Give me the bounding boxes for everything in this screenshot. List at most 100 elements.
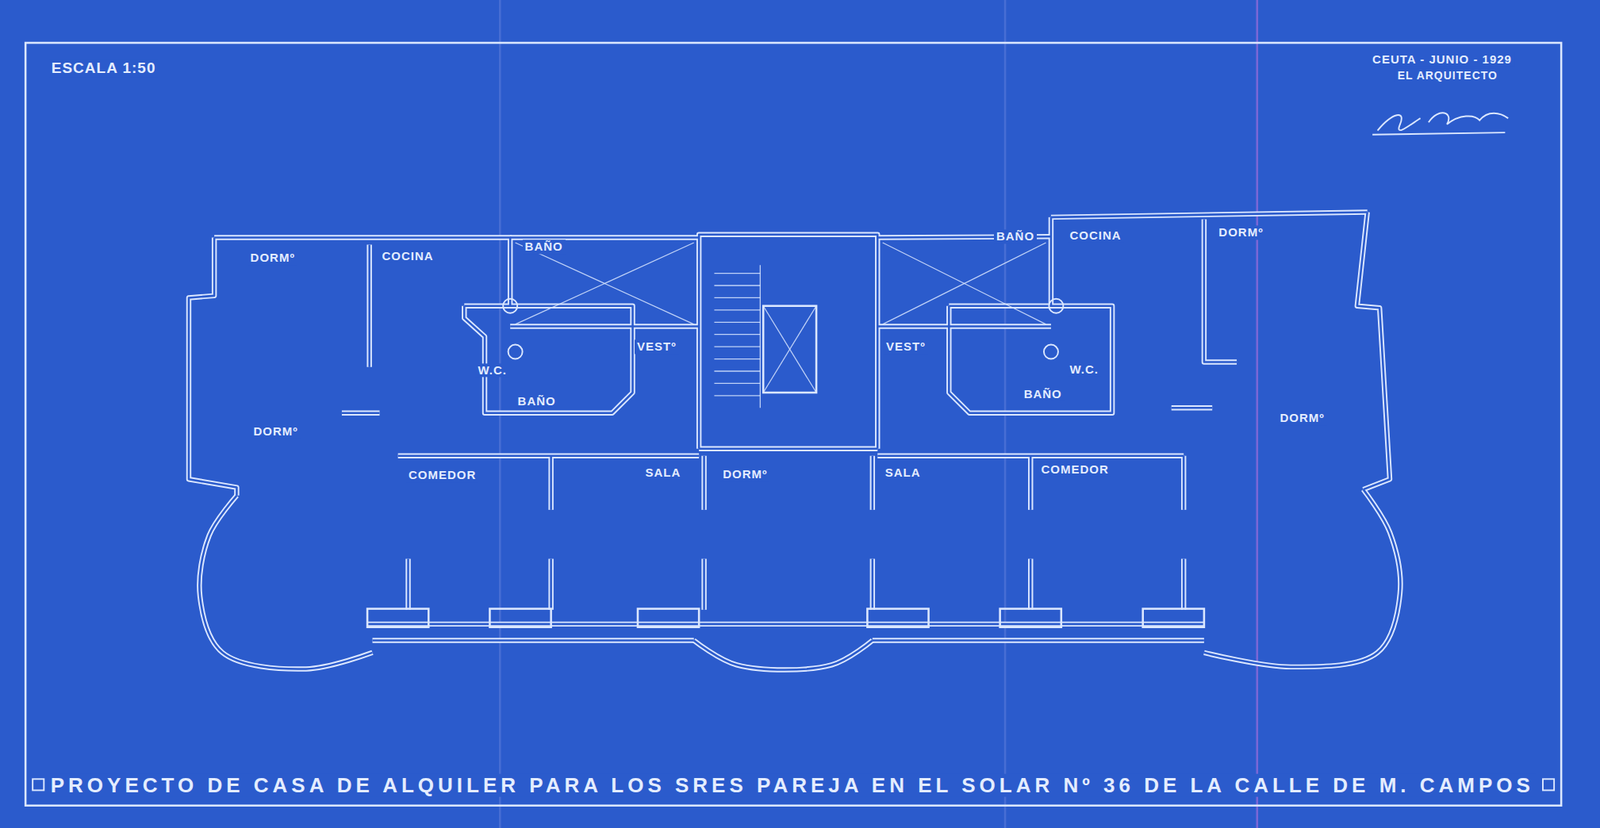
wall-core [698, 447, 878, 450]
room-label: COMEDOR [1039, 462, 1112, 476]
wall [698, 234, 878, 449]
caption-square [32, 778, 44, 791]
room-label: COCINA [379, 249, 437, 263]
room-label: VESTº [883, 340, 929, 354]
wall-core [702, 456, 706, 511]
signature [1372, 112, 1508, 135]
room-label: W.C. [1067, 362, 1102, 377]
wall-core [1029, 559, 1033, 611]
wall-core [372, 639, 695, 642]
wall [1028, 559, 1033, 611]
wall-core [1204, 489, 1401, 668]
thin-line [713, 333, 760, 335]
wall [877, 323, 1052, 329]
lift-shaft [763, 306, 817, 393]
fixture-symbol [1048, 299, 1063, 314]
thin-lines [515, 242, 1047, 408]
wall [870, 559, 875, 611]
wall-core [1051, 211, 1368, 217]
thin-line [713, 383, 760, 384]
room-label: DORMº [250, 425, 300, 439]
fixture-symbol [502, 299, 518, 314]
room-label: DORMº [248, 251, 298, 265]
thin-line [713, 284, 760, 286]
drawing-caption: PROYECTO DE CASA DE ALQUILER PARA LOS SR… [49, 774, 1536, 798]
wall-core [698, 234, 878, 449]
sheet-frame [25, 42, 1562, 806]
wall-core [367, 623, 1205, 626]
pillar [637, 609, 699, 628]
wall-core [464, 306, 633, 414]
wall-core [948, 306, 1113, 414]
wall [548, 559, 553, 611]
thin-line [763, 306, 817, 393]
thin-line [713, 358, 760, 360]
wall [405, 559, 411, 611]
wall-core [188, 237, 237, 496]
wall-core [510, 236, 699, 239]
title-block-text: EL ARQUITECTO [1395, 69, 1501, 82]
room-label: DORMº [1216, 226, 1266, 240]
room-label: BAÑO [993, 230, 1037, 244]
wall-core [702, 559, 706, 611]
room-label: BAÑO [522, 240, 566, 254]
thin-line [713, 309, 760, 311]
wall-core [368, 245, 371, 368]
room-label: BAÑO [515, 394, 559, 408]
room-label: VESTº [634, 340, 680, 354]
wall [548, 456, 553, 511]
room-label: W.C. [475, 363, 510, 377]
thin-line [713, 370, 760, 372]
room-label: SALA [642, 465, 683, 480]
wall [701, 456, 706, 511]
wall-core [1029, 456, 1033, 511]
pillar [367, 609, 429, 628]
wall-core [1357, 211, 1390, 490]
wall-core [549, 559, 553, 611]
wall-core [877, 325, 1052, 328]
thin-line [713, 322, 760, 323]
wall-core [510, 325, 699, 328]
fixture-symbol [1043, 345, 1059, 360]
wall [1181, 559, 1186, 611]
wall [1357, 211, 1390, 490]
wall [341, 410, 380, 416]
wall-core [872, 639, 1205, 642]
thin-line [515, 242, 695, 325]
thin-line [759, 264, 761, 408]
pillar [489, 609, 551, 628]
thin-line [713, 297, 760, 299]
wall [948, 306, 1113, 414]
room-label: COCINA [1067, 229, 1125, 243]
thin-line [713, 345, 760, 347]
room-label: DORMº [720, 468, 770, 482]
wall [372, 637, 695, 643]
wall [694, 640, 873, 670]
room-label: BAÑO [1021, 387, 1065, 401]
thin-line [882, 242, 1047, 325]
thin-line [763, 306, 817, 393]
wall-core [871, 559, 875, 611]
thin-line [515, 242, 695, 325]
wall [464, 306, 633, 414]
wall [1181, 456, 1186, 511]
thin-line [882, 242, 1047, 325]
room-label: DORMº [1277, 411, 1328, 426]
thin-line [713, 272, 760, 274]
fixture-symbol [508, 345, 523, 360]
wall-core [694, 640, 873, 670]
wall-core [406, 559, 410, 611]
wall [510, 323, 699, 329]
wall-core [1050, 217, 1053, 307]
wall [199, 495, 373, 670]
wall [872, 637, 1205, 643]
wall-core [1171, 406, 1213, 410]
wall-core [199, 495, 373, 670]
pillar [1000, 609, 1062, 628]
walls [188, 211, 1401, 670]
wall-core [549, 456, 553, 511]
wall [698, 446, 878, 452]
title-block-text: CEUTA - JUNIO - 1929 [1369, 52, 1515, 66]
